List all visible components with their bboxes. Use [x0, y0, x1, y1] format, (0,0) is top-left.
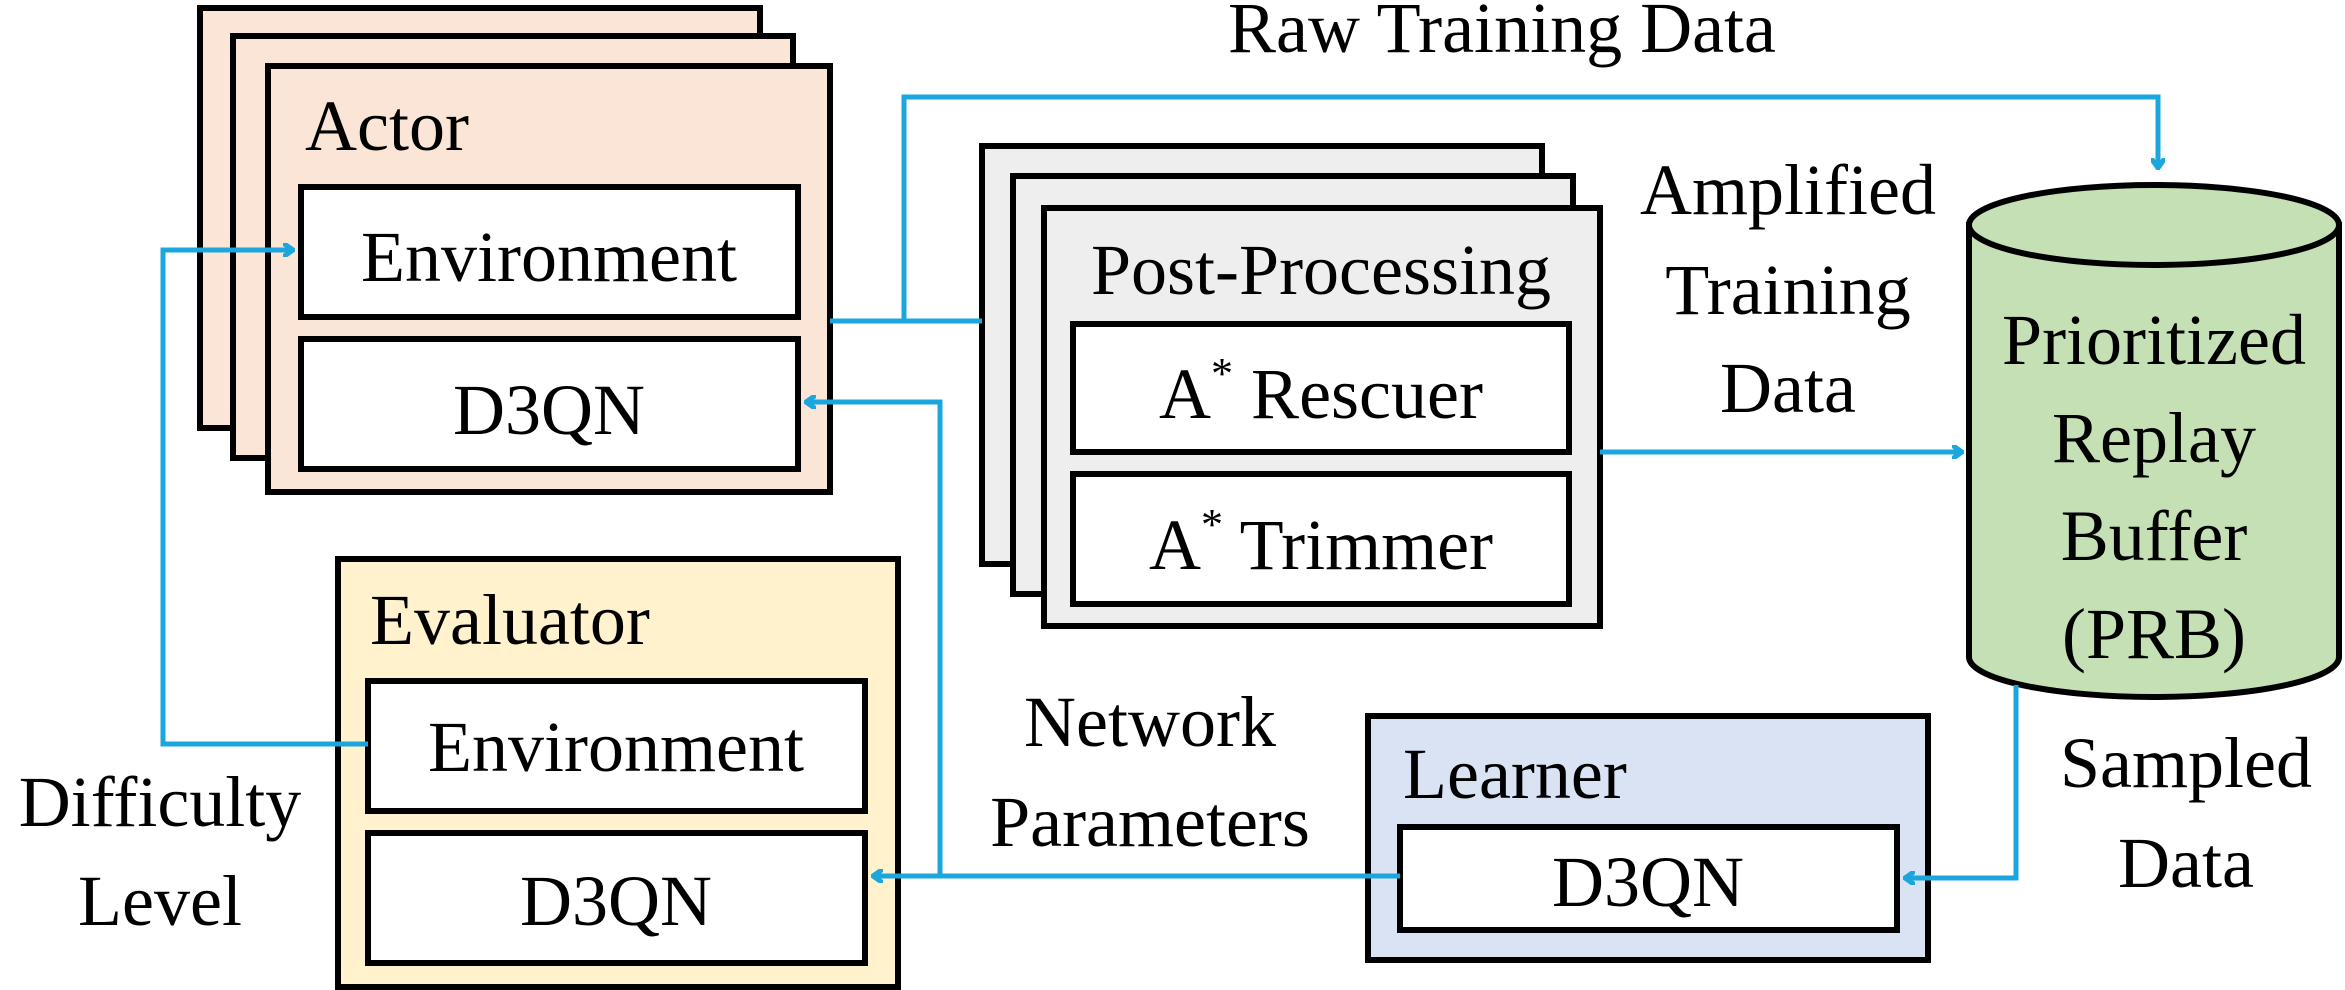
- actor-environment-label: Environment: [361, 217, 737, 297]
- amplified-label-3: Data: [1720, 348, 1856, 428]
- learner-title: Learner: [1403, 734, 1627, 814]
- actor-environment-box[interactable]: [298, 184, 801, 320]
- evaluator-title: Evaluator: [370, 580, 650, 660]
- trimmer-box[interactable]: [1070, 471, 1572, 607]
- sampled-label-2: Data: [2118, 823, 2254, 903]
- evaluator-environment-label: Environment: [428, 707, 804, 787]
- trimmer-star: *: [1201, 500, 1223, 549]
- prb-top: [1966, 182, 2342, 268]
- connectors: [160, 94, 2158, 878]
- trimmer-label: A* Trimmer: [1149, 500, 1493, 585]
- actor-group: Actor Environment D3QN: [197, 5, 833, 495]
- rescuer-word: Rescuer: [1233, 354, 1483, 434]
- evaluator-d3qn-label: D3QN: [520, 861, 712, 941]
- actor-d3qn-label: D3QN: [453, 370, 645, 450]
- postprocessing-group: Post-Processing A* Rescuer A* Trimmer: [979, 143, 1603, 629]
- network-label-2: Parameters: [990, 782, 1310, 862]
- trimmer-word: Trimmer: [1223, 505, 1493, 585]
- sampled-data-arrow: [1905, 685, 2019, 878]
- prb-cylinder[interactable]: Prioritized Replay Buffer (PRB): [1966, 182, 2342, 700]
- difficulty-label-2: Level: [78, 861, 242, 941]
- raw-data-arrow: [830, 94, 2158, 324]
- amplified-label-1: Amplified: [1640, 150, 1936, 230]
- learner-d3qn-box[interactable]: [1397, 824, 1900, 933]
- raw-data-label: Raw Training Data: [1228, 0, 1776, 68]
- edge-labels: Raw Training Data Amplified Training Dat…: [19, 0, 2312, 941]
- evaluator-d3qn-box[interactable]: [365, 830, 868, 966]
- evaluator-environment-box[interactable]: [365, 678, 868, 814]
- network-label-1: Network: [1024, 682, 1276, 762]
- prb-line-2: Replay: [2052, 398, 2256, 478]
- prb-line-4: (PRB): [2062, 594, 2246, 674]
- prb-line-1: Prioritized: [2002, 300, 2306, 380]
- rescuer-box[interactable]: [1070, 321, 1572, 455]
- rescuer-a: A: [1159, 354, 1211, 434]
- actor-title: Actor: [305, 86, 469, 166]
- prb-body: [1966, 222, 2342, 700]
- amplified-label-2: Training: [1665, 250, 1910, 330]
- postproc-title: Post-Processing: [1091, 230, 1551, 310]
- rescuer-star: *: [1211, 349, 1233, 398]
- rescuer-label: A* Rescuer: [1159, 349, 1483, 434]
- evaluator-group: Evaluator Environment D3QN: [335, 556, 901, 990]
- difficulty-level-arrow: [160, 250, 368, 747]
- actor-d3qn-box[interactable]: [298, 336, 801, 472]
- trimmer-a: A: [1149, 505, 1201, 585]
- learner-group: Learner D3QN: [1365, 713, 1931, 963]
- network-params-to-actor-arrow: [806, 402, 943, 876]
- learner-d3qn-label: D3QN: [1552, 842, 1744, 922]
- sampled-label-1: Sampled: [2060, 723, 2312, 803]
- difficulty-label-1: Difficulty: [19, 762, 302, 842]
- prb-line-3: Buffer: [2061, 496, 2248, 576]
